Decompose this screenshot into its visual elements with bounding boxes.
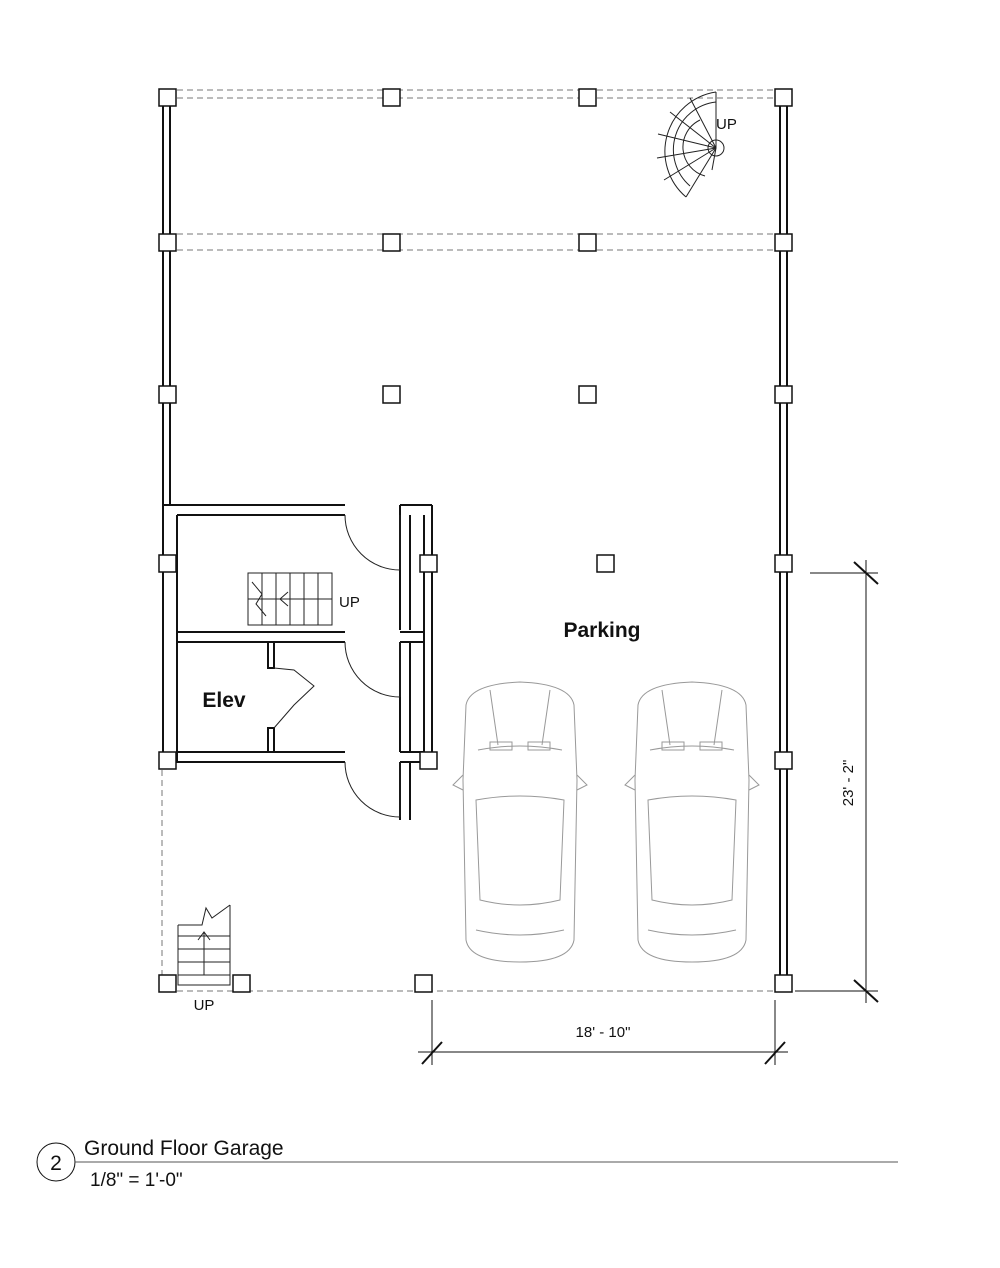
spiral-stair-up-label: UP [716, 116, 737, 133]
room-label-parking: Parking [563, 619, 640, 642]
drawing-scale: 1/8" = 1'-0" [90, 1170, 183, 1191]
room-label-elevator: Elev [202, 689, 246, 712]
exterior-stair [177, 904, 231, 986]
dashed-outline [161, 89, 783, 992]
drawing-number: 2 [50, 1152, 62, 1175]
exterior-walls [162, 98, 788, 975]
dimension-width [418, 1000, 788, 1065]
width-dimension-label: 18' - 10" [576, 1024, 631, 1041]
drawing-title: Ground Floor Garage [84, 1137, 284, 1160]
exterior-stair-up-label: UP [194, 997, 215, 1014]
door-swings [273, 514, 401, 818]
car-left [452, 681, 588, 963]
dimension-depth [795, 560, 879, 1003]
car-right [624, 681, 760, 963]
depth-dimension-label: 23' - 2" [840, 760, 857, 807]
spiral-stair [656, 91, 725, 198]
interior-stair [247, 572, 333, 626]
interior-stair-up-label: UP [339, 594, 360, 611]
columns [158, 88, 793, 993]
core-walls [162, 504, 433, 820]
title-block: 2 Ground Floor Garage 1/8" = 1'-0" [36, 1137, 898, 1191]
